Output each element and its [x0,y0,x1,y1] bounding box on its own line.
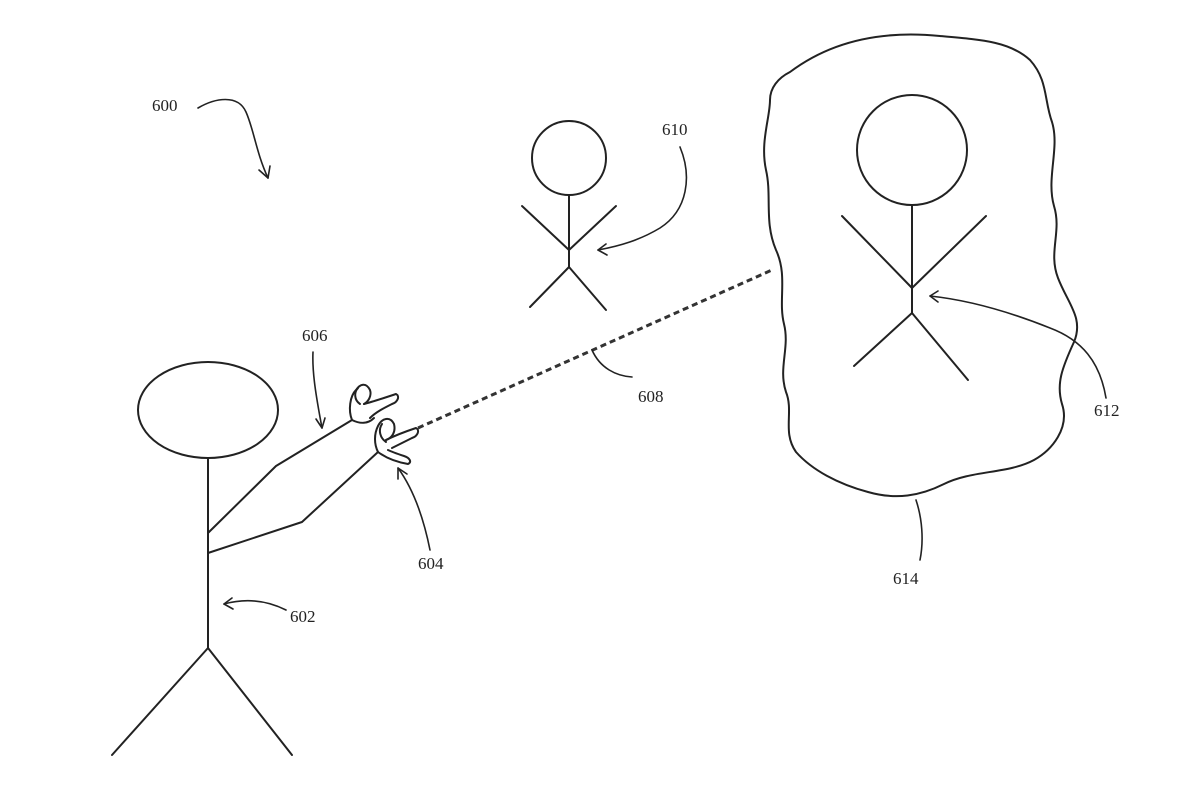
near-person-head [531,120,607,196]
hand-lower-icon [374,418,420,465]
label-600: 600 [152,96,178,115]
arrow-600-icon [197,98,269,179]
label-614: 614 [893,569,919,588]
near-person-arm-left [521,205,570,251]
user-arm-lower [207,451,379,554]
hand-upper-icon [348,383,400,424]
label-606: 606 [302,326,328,345]
target-person-arm-left [841,215,913,289]
near-person-leg-left [529,266,570,308]
near-person-reference: 610 [597,120,688,256]
user-arm-upper [207,419,353,534]
highlight-region [763,33,1079,498]
target-person-leg-right [911,312,969,381]
arrow-610-icon [597,146,688,251]
arrow-612-icon [929,295,1107,399]
target-person-figure [841,94,987,381]
hand-lower-reference: 604 [397,467,444,573]
hand-upper-reference: 606 [302,326,328,429]
selection-ray [417,268,773,430]
leader-614 [915,499,923,561]
target-person-leg-left [853,312,913,367]
target-person-arm-right [911,215,987,289]
ray-reference: 608 [591,349,664,406]
target-person-reference: 612 [929,290,1120,420]
arrow-606-icon [312,351,323,429]
user-leg-right [207,647,293,756]
near-person-leg-right [568,266,607,311]
leader-608 [591,349,633,378]
user-reference: 602 [223,597,316,626]
scene-reference: 600 [152,96,271,179]
label-612: 612 [1094,401,1120,420]
arrow-602-icon [223,599,287,611]
near-person-arm-right [568,205,617,251]
region-reference: 614 [893,499,923,588]
user-head [137,361,279,459]
label-610: 610 [662,120,688,139]
arrow-604-icon [397,467,431,551]
user-leg-left [111,647,209,756]
near-person-figure [521,120,617,311]
label-604: 604 [418,554,444,573]
label-608: 608 [638,387,664,406]
user-figure [111,361,420,756]
target-person-head [856,94,968,206]
label-602: 602 [290,607,316,626]
